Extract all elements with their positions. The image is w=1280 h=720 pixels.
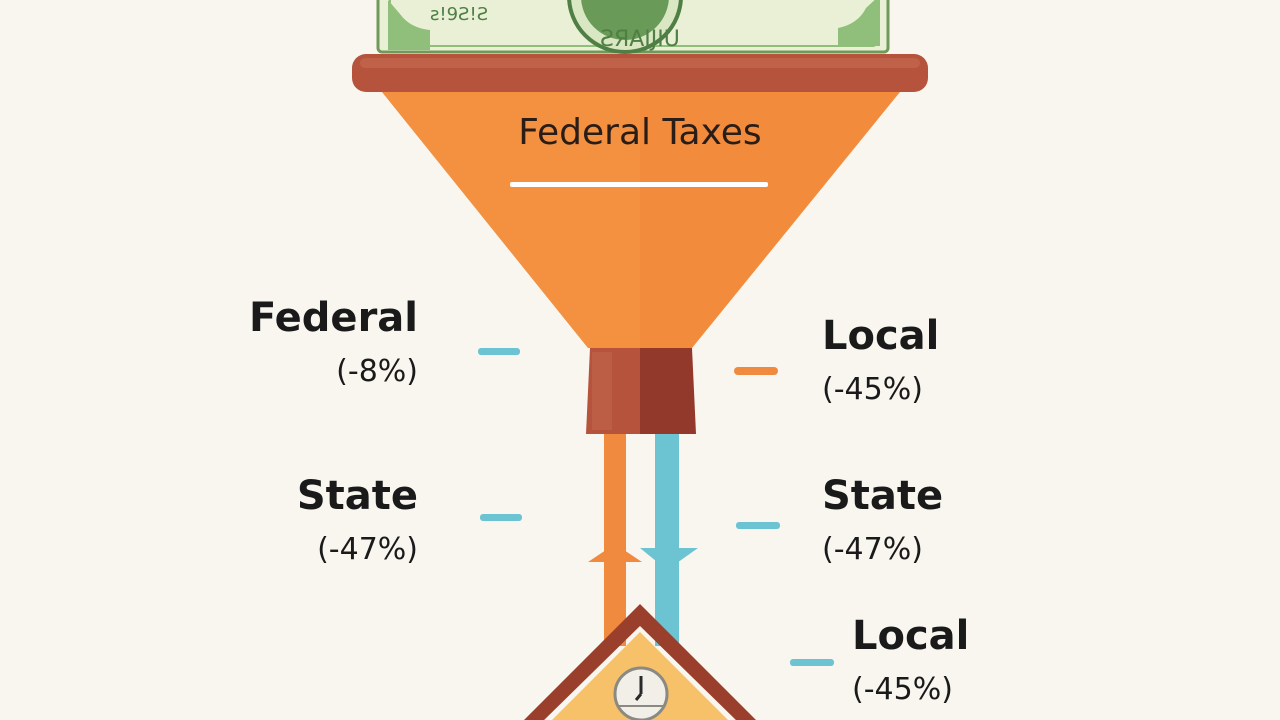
pipe-blue: [655, 434, 679, 646]
label-state-left: State (-47%): [200, 472, 418, 570]
label-state-left-value: (-47%): [317, 532, 418, 567]
label-state-right: State (-47%): [822, 472, 1042, 570]
tick-federal: [478, 348, 520, 355]
tick-state-right: [736, 522, 780, 529]
tick-state-left: [480, 514, 522, 521]
tick-local-right: [734, 367, 778, 375]
house-roof: [524, 604, 756, 720]
label-local-bottom-name: Local: [852, 613, 970, 659]
label-federal-value: (-8%): [336, 354, 418, 389]
label-local-bottom: Local (-45%): [852, 612, 1072, 710]
tick-marks: [478, 348, 834, 666]
label-local-right: Local (-45%): [822, 312, 1042, 410]
label-state-right-value: (-47%): [822, 532, 923, 567]
bill-bottom-text: ƧЯAJJIU: [600, 27, 680, 52]
label-state-left-name: State: [296, 473, 418, 519]
funnel-title: Federal Taxes: [518, 112, 762, 153]
label-local-bottom-value: (-45%): [852, 672, 953, 707]
funnel-neck-right: [640, 348, 696, 434]
tick-local-bottom: [790, 659, 834, 666]
label-federal-name: Federal: [248, 295, 418, 341]
label-local-right-value: (-45%): [822, 372, 923, 407]
bill-top-text: ƨ!9Ƨ!Ƨ: [430, 4, 488, 25]
pipes: [588, 434, 698, 646]
label-local-right-name: Local: [822, 313, 940, 359]
pipe-orange-arrow: [588, 544, 642, 562]
funnel-title-underline: [510, 182, 768, 187]
money-bill: ƨ!9Ƨ!Ƨ ƧЯAJJIU: [376, 0, 890, 54]
label-state-right-name: State: [822, 473, 944, 519]
pipe-blue-arrow: [640, 548, 698, 570]
label-federal: Federal (-8%): [200, 294, 418, 392]
pipe-orange: [604, 434, 626, 646]
funnel: [352, 54, 928, 434]
house: [524, 604, 756, 720]
